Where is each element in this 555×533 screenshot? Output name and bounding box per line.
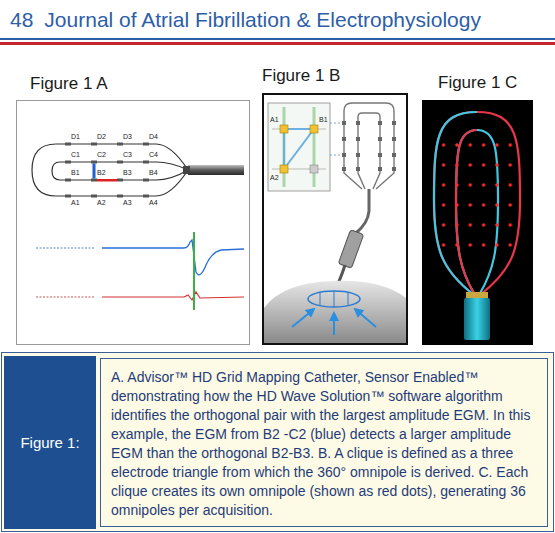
header-rule	[0, 38, 555, 40]
omnipole-illustration	[422, 100, 533, 345]
electrode-label: A2	[97, 199, 106, 207]
page-number: 48	[10, 8, 33, 32]
caption-box: A. Advisor™ HD Grid Mapping Catheter, Se…	[100, 358, 548, 527]
journal-title: Journal of Atrial Fibrillation & Electro…	[44, 8, 481, 32]
electrode-label: A4	[149, 199, 158, 207]
electrode-label: D2	[97, 133, 106, 141]
electrode-label: A1	[71, 199, 80, 207]
electrode-label: B1	[71, 169, 80, 177]
clique-illustration	[262, 93, 408, 345]
electrode-label: C4	[149, 151, 158, 159]
panel-heading: Figure 1 C	[438, 73, 517, 93]
panel-frame: Figure 1 C	[422, 100, 533, 345]
electrode-label: C1	[71, 151, 80, 159]
electrode-label: B3	[123, 169, 132, 177]
caption-text: A. Advisor™ HD Grid Mapping Catheter, Se…	[111, 368, 537, 520]
caption-frame	[2, 353, 554, 532]
catheter-illustration	[16, 100, 250, 345]
electrode-label: A2	[270, 174, 279, 182]
electrode-label: B4	[149, 169, 158, 177]
electrode-label: D1	[71, 133, 80, 141]
panel-frame: Figure 1 B	[262, 93, 408, 345]
electrode-label: B2	[97, 169, 106, 177]
electrode-label: A3	[123, 199, 132, 207]
electrode-label: B1	[319, 116, 328, 124]
electrode-label: A1	[270, 116, 279, 124]
electrode-label: C2	[97, 151, 106, 159]
electrode-label: C3	[123, 151, 132, 159]
header-rule	[0, 42, 555, 45]
electrode-label: D3	[123, 133, 132, 141]
panel-heading: Figure 1 A	[30, 74, 108, 94]
figure-label-box: Figure 1:	[4, 356, 96, 529]
figure-label: Figure 1:	[20, 434, 79, 451]
panel-frame: Figure 1 A	[16, 100, 250, 345]
electrode-label: D4	[149, 133, 158, 141]
panel-heading: Figure 1 B	[262, 66, 340, 86]
